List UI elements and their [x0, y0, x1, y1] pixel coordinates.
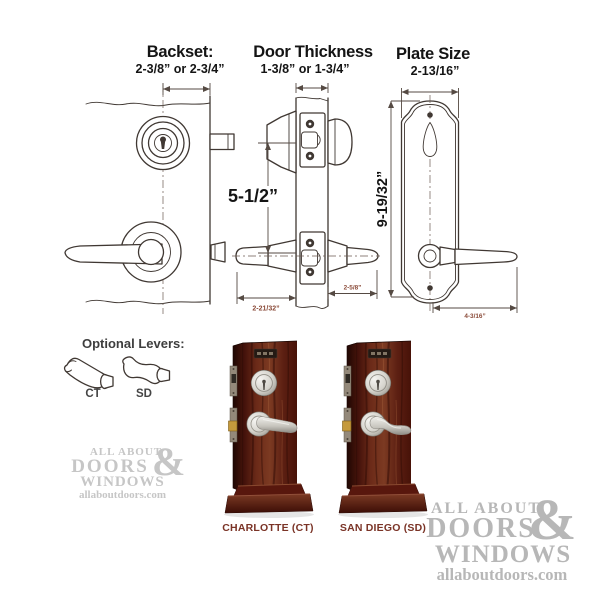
door-thickness-diagram: 2-21/32” 2-5/8” [232, 83, 380, 313]
lever-option-sd-label: SD [136, 388, 152, 400]
latch-side [210, 241, 226, 263]
thumbturn-section [327, 118, 353, 166]
plate-size-heading: Plate Size [395, 45, 471, 63]
lock-width-dimension: 2-21/32” [252, 306, 279, 313]
lever-ct-drawing [63, 357, 114, 390]
lower-lock-body [299, 231, 326, 285]
product-label-san-diego: SAN DIEGO (SD) [339, 522, 427, 534]
cylinder-section [266, 110, 297, 174]
door-thickness-heading: Door Thickness [253, 43, 373, 61]
door-thickness-value: 1-3/8” or 1-3/4” [260, 62, 350, 76]
lever-option-ct-label: CT [85, 388, 101, 400]
logo-line-windows: WINDOWS [80, 474, 165, 490]
deadbolt-side [209, 133, 235, 151]
plate-height-dimension: 9-19/32” [375, 171, 391, 227]
lever-sd-drawing [122, 356, 171, 385]
cylinder-face [135, 115, 191, 171]
center-spacing-dimension: 5-1/2” [226, 186, 281, 207]
plate-lever [417, 243, 518, 269]
backset-value: 2-3/8” or 2-3/4” [135, 62, 225, 76]
keyhole-cutout [422, 122, 438, 157]
upper-lock-body [299, 112, 326, 168]
logo-website: allaboutdoors.com [78, 489, 167, 501]
plate-screw-top [427, 112, 433, 118]
san-diego-board [338, 341, 428, 518]
product-label-charlotte: CHARLOTTE (CT) [222, 522, 314, 534]
plate-size-value: 2-13/16” [410, 64, 460, 78]
optional-levers-title: Optional Levers: [82, 336, 185, 351]
logo-line-doors: DOORS [426, 513, 536, 544]
lever-section-right [327, 239, 379, 273]
lever-reach-dimension: 4-3/16” [464, 313, 485, 320]
logo-line-doors: DOORS [71, 456, 149, 477]
plate-diagram: 9-19/32” 4-3/16” [375, 88, 518, 320]
backset-diagram [64, 83, 235, 314]
plate-screw-bottom [427, 285, 433, 291]
lever-face [64, 221, 182, 283]
logo-line-windows: WINDOWS [434, 541, 572, 568]
lock-depth-dimension: 2-5/8” [344, 285, 362, 292]
backset-heading: Backset: [146, 43, 214, 61]
logo-line-all-about: ALL ABOUT [89, 446, 163, 458]
logo-line-all-about: ALL ABOUT [430, 500, 542, 517]
logo-ampersand: & [152, 439, 186, 484]
logo-ampersand: & [528, 487, 577, 552]
logo-website: allaboutdoors.com [436, 565, 568, 584]
keyhole-icon [160, 136, 166, 149]
